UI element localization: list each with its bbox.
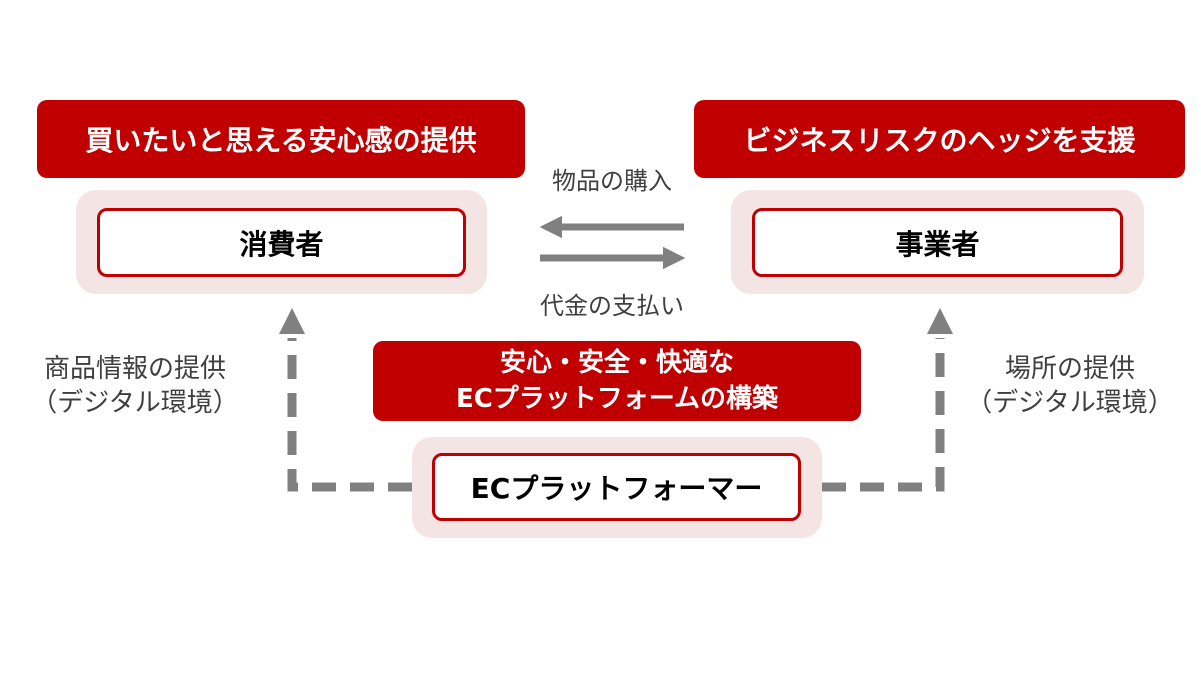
- left-side-label: 商品情報の提供 （デジタル環境）: [20, 352, 250, 420]
- right-side-label-line1: 場所の提供: [1004, 354, 1135, 384]
- business-label: 事業者: [895, 227, 980, 261]
- right-banner: ビジネスリスクのヘッジを支援: [694, 100, 1185, 178]
- payment-label: 代金の支払い: [540, 292, 684, 320]
- purchase-label: 物品の購入: [552, 167, 672, 195]
- left-dashed-connector: [287, 338, 412, 492]
- center-banner-line1: 安心・安全・快適な: [499, 348, 734, 378]
- left-side-label-line1: 商品情報の提供: [43, 354, 226, 384]
- right-side-label: 場所の提供 （デジタル環境）: [955, 352, 1185, 420]
- right-arrowhead: [927, 308, 953, 334]
- consumer-box: 消費者: [97, 208, 466, 277]
- platform-box: ECプラットフォーマー: [432, 453, 801, 521]
- center-banner-line2: ECプラットフォームの構築: [455, 384, 779, 414]
- left-side-label-line2: （デジタル環境）: [31, 388, 239, 418]
- consumer-label: 消費者: [239, 227, 324, 261]
- right-side-label-line2: （デジタル環境）: [966, 388, 1174, 418]
- center-banner: 安心・安全・快適な ECプラットフォームの構築: [373, 341, 861, 421]
- right-dashed-connector: [822, 338, 945, 492]
- left-arrowhead: [279, 308, 305, 334]
- left-banner: 買いたいと思える安心感の提供: [37, 100, 525, 178]
- right-banner-text: ビジネスリスクのヘッジを支援: [743, 124, 1136, 157]
- platform-label: ECプラットフォーマー: [470, 472, 763, 505]
- left-banner-text: 買いたいと思える安心感の提供: [85, 124, 477, 157]
- business-box: 事業者: [752, 208, 1123, 277]
